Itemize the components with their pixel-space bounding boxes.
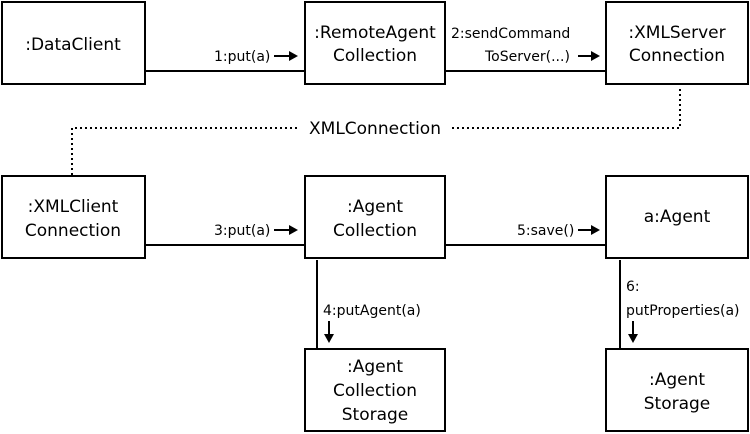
object-label-line3: Storage [342, 405, 409, 425]
object-label-line1: :Agent [649, 370, 705, 390]
arrowhead-icon [289, 225, 298, 235]
arrowhead-icon [289, 51, 298, 61]
message-2: 2:sendCommand ToServer(...) [451, 26, 600, 65]
object-label-line2: Connection [25, 221, 121, 241]
xml-connection-label: XMLConnection [309, 119, 441, 139]
object-xml-client-connection: :XMLClient Connection [1, 175, 146, 259]
object-label: a:Agent [644, 207, 711, 227]
object-agent-collection-storage: :Agent Collection Storage [304, 348, 446, 432]
message-6: 6: putProperties(a) [626, 279, 740, 343]
object-label-line2: Connection [629, 46, 725, 66]
object-label-line1: :Agent [347, 357, 403, 377]
object-label-line2: Collection [333, 381, 417, 401]
arrowhead-icon [324, 334, 334, 343]
message-label-line1: 6: [626, 279, 640, 295]
arrowhead-icon [591, 225, 600, 235]
object-label-line2: Collection [333, 221, 417, 241]
message-label-line2: putProperties(a) [626, 303, 740, 319]
object-xml-server-connection: :XMLServer Connection [605, 1, 749, 85]
message-label: 5:save() [517, 223, 574, 239]
object-label-line2: Collection [333, 46, 417, 66]
object-label-line1: :XMLClient [28, 197, 119, 217]
message-label-line2: ToServer(...) [484, 49, 570, 65]
object-label-line1: :RemoteAgent [314, 23, 436, 43]
message-label: 3:put(a) [214, 223, 270, 239]
message-5: 5:save() [517, 223, 600, 239]
object-data-client: :DataClient [1, 1, 146, 85]
arrowhead-icon [591, 51, 600, 61]
object-agent-storage: :Agent Storage [605, 348, 749, 432]
message-label-line1: 2:sendCommand [451, 26, 570, 42]
message-3: 3:put(a) [214, 223, 298, 239]
message-label: 4:putAgent(a) [323, 303, 421, 319]
object-label-line1: :XMLServer [628, 23, 725, 43]
object-label-line2: Storage [644, 394, 711, 414]
arrowhead-icon [628, 334, 638, 343]
xml-connection-link: XMLConnection [71, 88, 681, 175]
object-agent-collection: :Agent Collection [304, 175, 446, 259]
object-a-agent: a:Agent [605, 175, 749, 259]
object-remote-agent-collection: :RemoteAgent Collection [304, 1, 446, 85]
message-4: 4:putAgent(a) [323, 303, 421, 343]
object-label-line1: :Agent [347, 197, 403, 217]
message-label: 1:put(a) [214, 49, 270, 65]
message-1: 1:put(a) [214, 49, 298, 65]
object-label: :DataClient [25, 35, 121, 55]
